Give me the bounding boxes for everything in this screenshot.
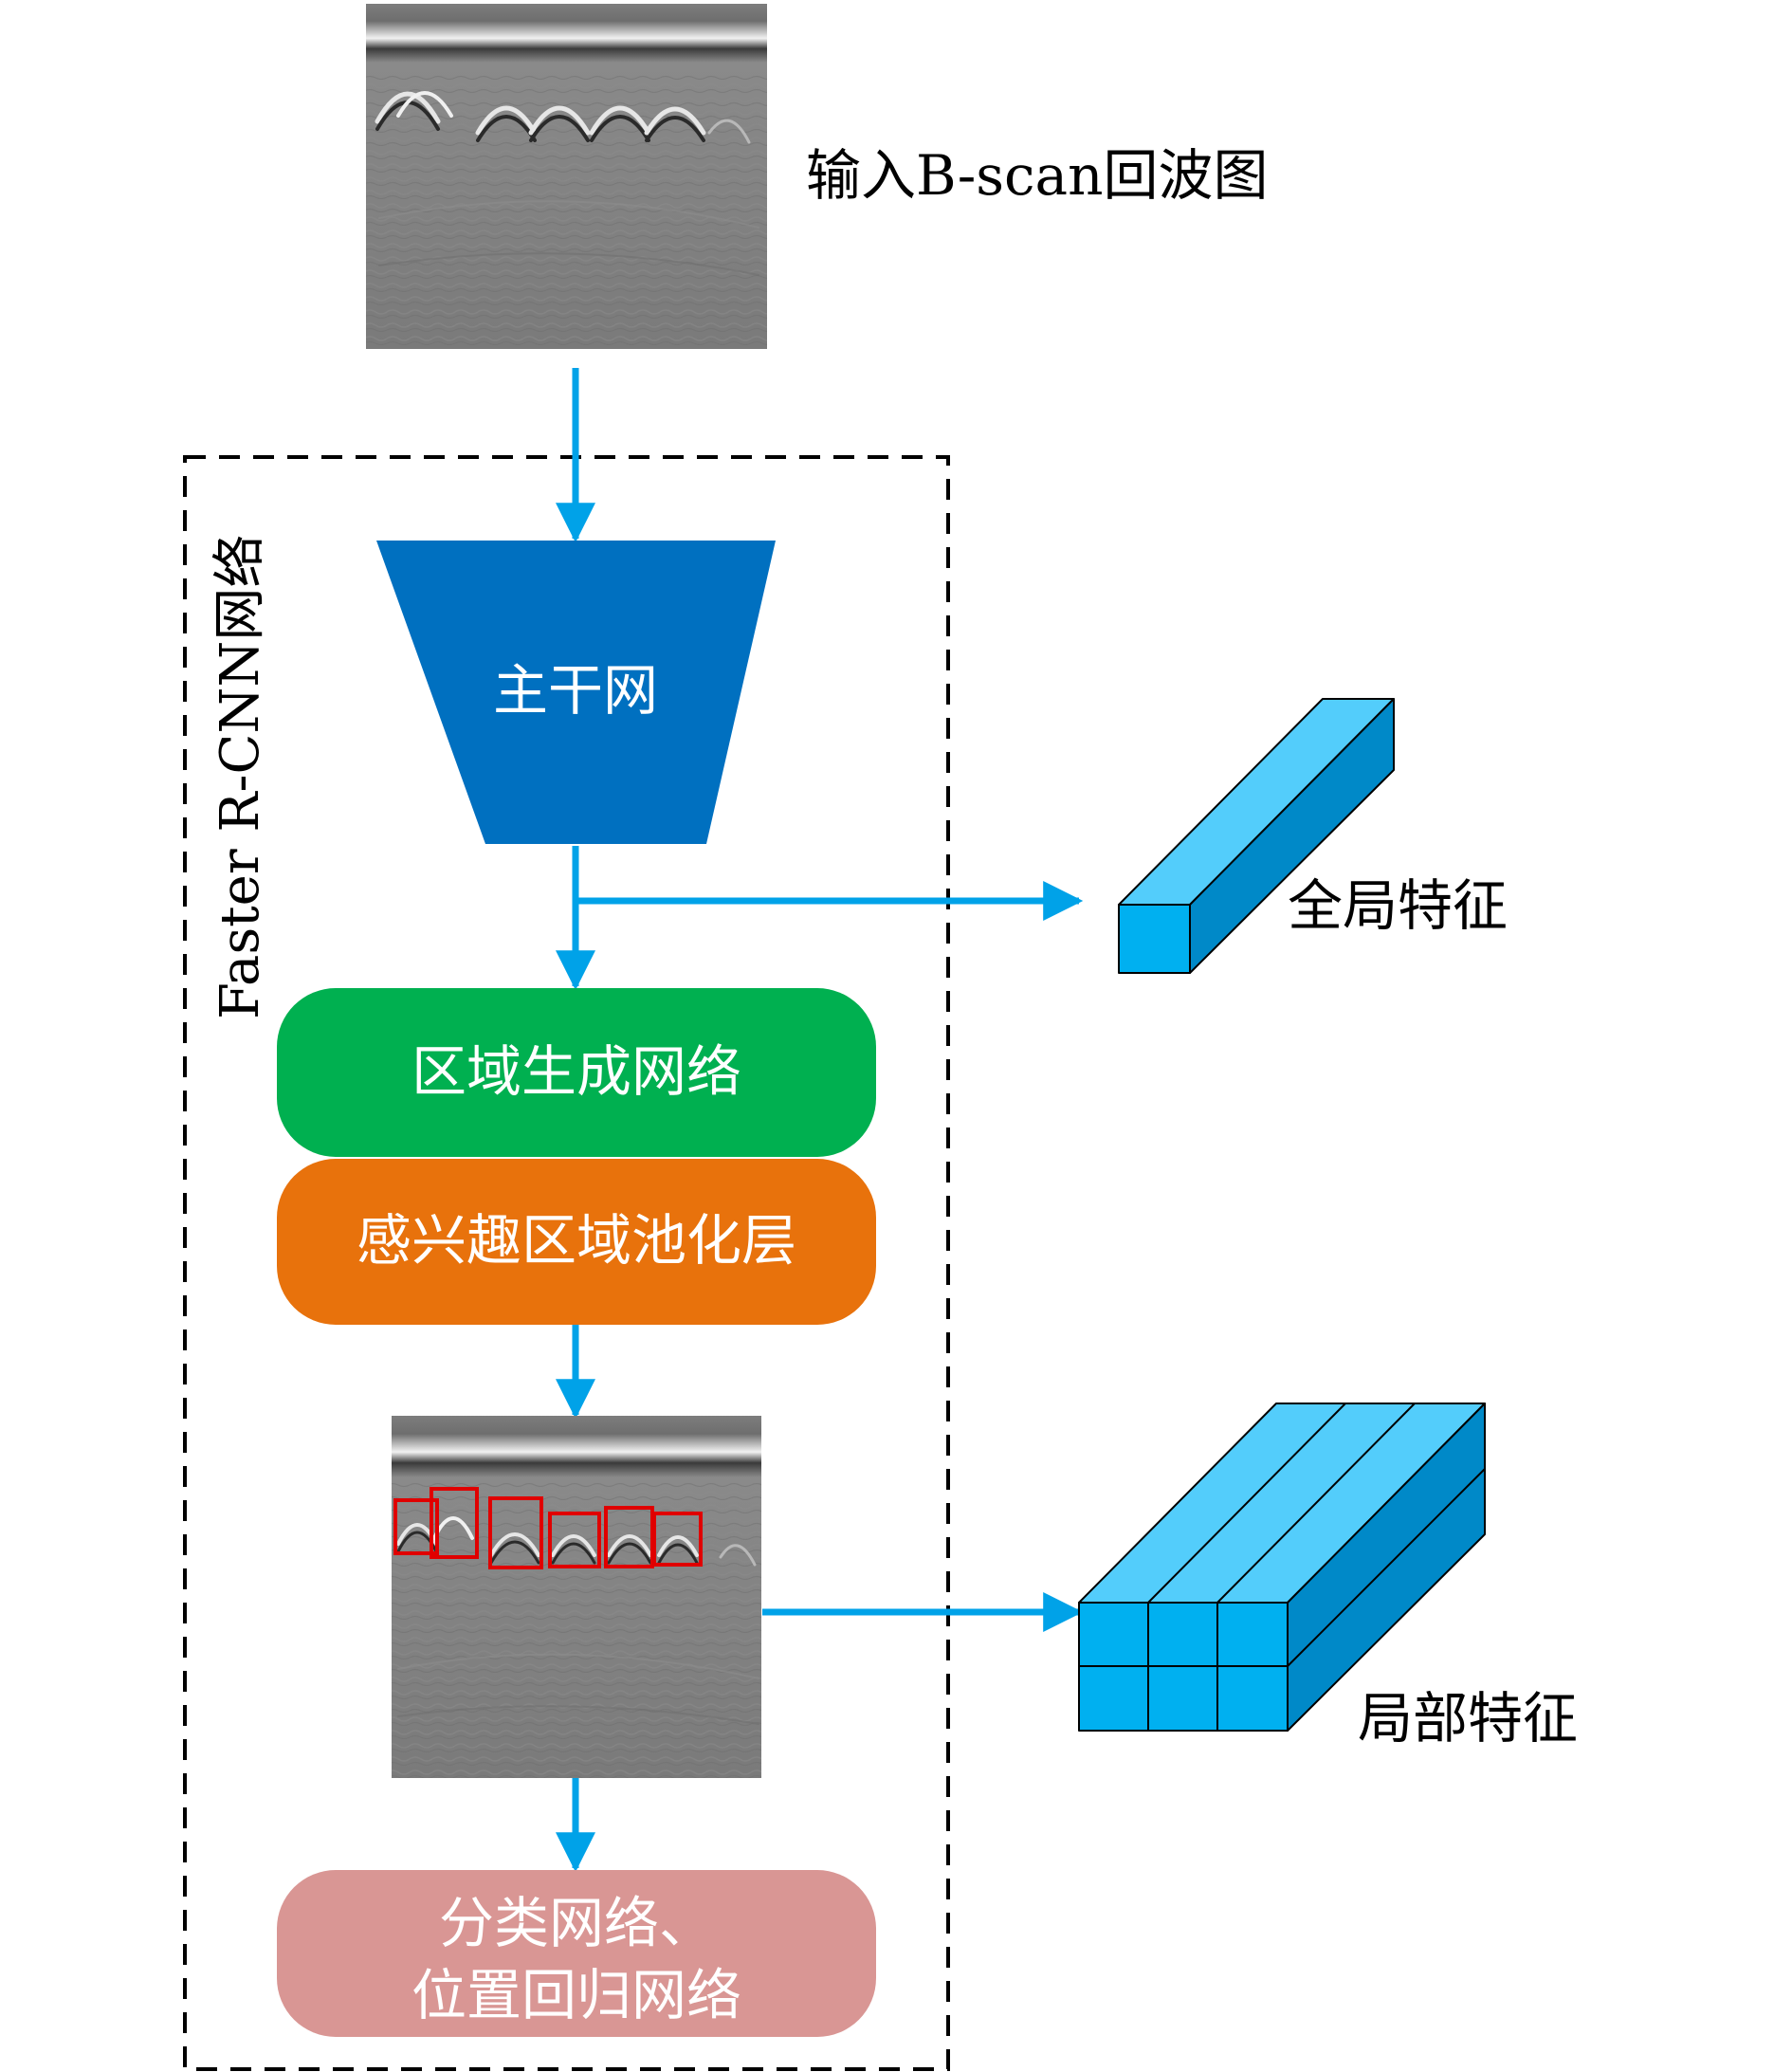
- rpn-label: 区域生成网络: [411, 1039, 741, 1104]
- detection-box: [393, 1498, 439, 1555]
- backbone-label: 主干网: [493, 658, 658, 723]
- head-label-line2: 位置回归网络: [411, 1963, 741, 2027]
- global-feature-cuboid: [1118, 698, 1395, 974]
- faster-rcnn-label: Faster R-CNN网络: [210, 535, 271, 1019]
- local-feature-cuboid: [1078, 1403, 1486, 1732]
- roi-pooling-block: [277, 1159, 876, 1325]
- faster-rcnn-frame: [183, 455, 950, 2071]
- head-block: [277, 1870, 876, 2037]
- detection-result-image: [392, 1416, 761, 1778]
- rpn-block: [277, 988, 876, 1157]
- detection-box: [430, 1487, 479, 1559]
- local-feature-label: 局部特征: [1358, 1686, 1578, 1751]
- detection-box: [652, 1512, 703, 1567]
- head-label-line1: 分类网络、: [439, 1891, 714, 1955]
- global-feature-label: 全局特征: [1288, 873, 1508, 938]
- detection-box: [548, 1512, 601, 1568]
- roi-pooling-label: 感兴趣区域池化层: [357, 1208, 796, 1273]
- backbone-block: [376, 541, 776, 844]
- detection-box: [488, 1496, 543, 1569]
- input-image-label: 输入B-scan回波图: [806, 143, 1268, 208]
- input-bscan-image: [366, 4, 767, 349]
